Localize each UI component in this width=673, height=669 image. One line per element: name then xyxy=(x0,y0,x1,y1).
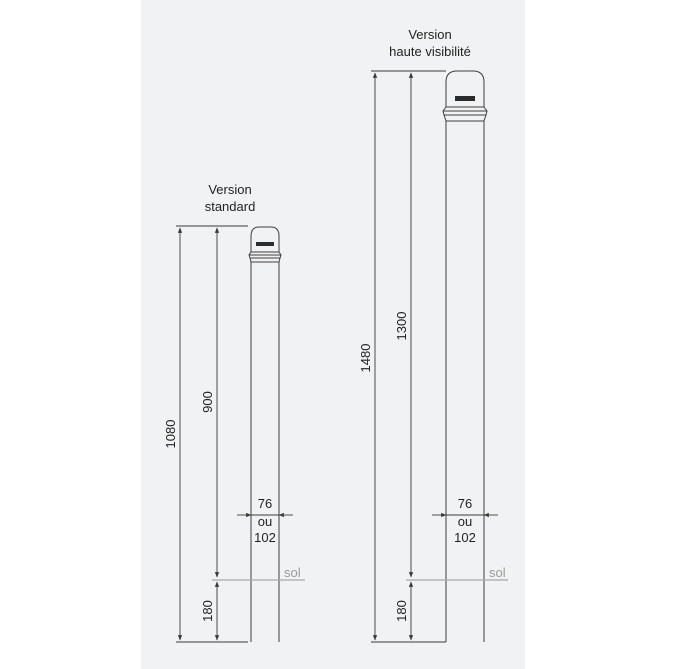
high-visibility-version: Version haute visibilité 1480 1300 180 xyxy=(358,27,508,643)
standard-version: Version standard 1080 900 180 xyxy=(163,182,305,643)
standard-diameter-or: ou xyxy=(258,514,272,529)
hv-diameter-a: 76 xyxy=(458,496,472,511)
hv-total-height-label: 1480 xyxy=(358,344,373,373)
hv-title-line2: haute visibilité xyxy=(389,44,471,59)
standard-below-ground-label: 180 xyxy=(200,600,215,622)
standard-post-collar xyxy=(249,254,281,263)
standard-reflective-band xyxy=(256,242,274,246)
standard-post-cap xyxy=(250,226,280,253)
hv-diameter-or: ou xyxy=(458,514,472,529)
hv-post-cap xyxy=(445,70,485,108)
standard-title-line1: Version xyxy=(208,182,251,197)
hv-reflective-band xyxy=(455,96,475,101)
hv-diameter-b: 102 xyxy=(454,530,476,545)
hv-post-collar xyxy=(443,110,487,122)
standard-ground-label: sol xyxy=(284,565,301,580)
standard-title-line2: standard xyxy=(205,199,256,214)
standard-above-ground-label: 900 xyxy=(200,391,215,413)
hv-below-ground-label: 180 xyxy=(394,600,409,622)
hv-above-ground-label: 1300 xyxy=(394,312,409,341)
standard-total-height-label: 1080 xyxy=(163,420,178,449)
standard-diameter-b: 102 xyxy=(254,530,276,545)
hv-title-line1: Version xyxy=(408,27,451,42)
standard-diameter-a: 76 xyxy=(258,496,272,511)
hv-ground-label: sol xyxy=(489,565,506,580)
